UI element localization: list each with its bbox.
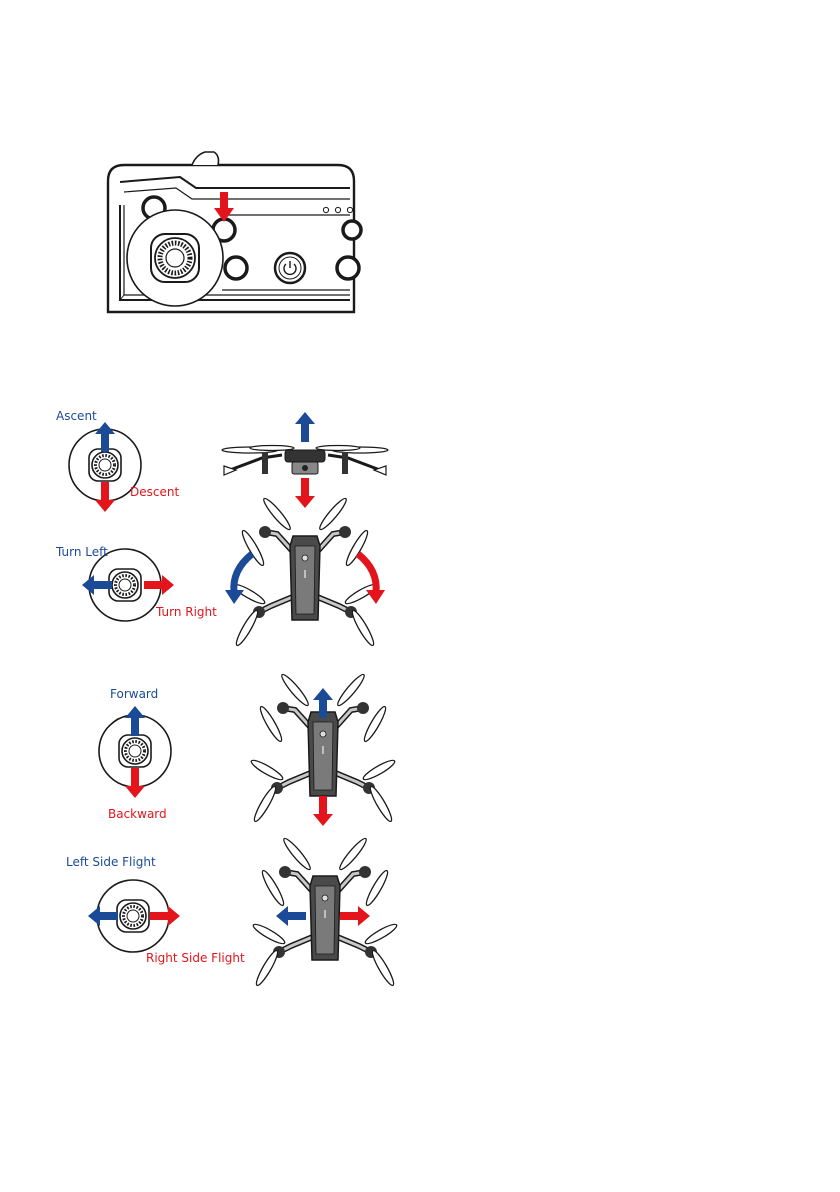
label-backward: Backward	[108, 807, 167, 821]
drone-top-view-side	[251, 836, 398, 987]
arrow-down-red	[295, 478, 315, 508]
power-icon	[275, 253, 305, 283]
label-descent: Descent	[130, 485, 179, 499]
drone-side-view	[222, 446, 388, 476]
label-turn-left: Turn Left	[55, 545, 108, 559]
label-ascent: Ascent	[56, 409, 97, 423]
controller-illustration	[108, 152, 361, 312]
arrow-backward-red	[313, 796, 333, 826]
arrow-right-red	[340, 906, 370, 926]
label-turn-right: Turn Right	[155, 605, 217, 619]
arrow-up-blue	[295, 412, 315, 442]
label-forward: Forward	[110, 687, 158, 701]
joystick-side-flight	[88, 880, 180, 952]
label-left-side-flight: Left Side Flight	[66, 855, 156, 869]
label-right-side-flight: Right Side Flight	[146, 951, 245, 965]
joystick-forward-backward	[99, 706, 171, 798]
arrow-left-blue	[276, 906, 306, 926]
drone-top-view-turn	[231, 496, 378, 647]
